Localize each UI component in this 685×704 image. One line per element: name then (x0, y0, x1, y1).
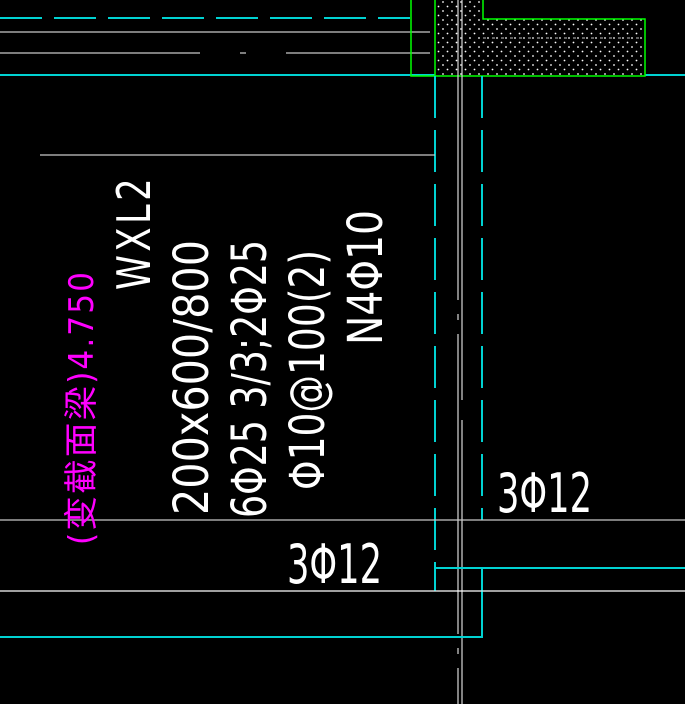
rebar-callout-bottom: 3Φ12 (287, 533, 382, 596)
beam-section-text: 200x600/800 (164, 240, 220, 515)
beam-side-bars-text: N4Φ10 (338, 210, 394, 345)
beam-name-text: WXL2 (107, 175, 161, 290)
beam-rebar-text: 6Φ25 3/3;2Φ25 (222, 240, 278, 518)
hatched-column (410, 0, 646, 77)
beam-note-text: (变截面梁)4.750 (62, 270, 102, 545)
beam-stirrup-text: Φ10@100(2) (280, 250, 336, 490)
rebar-callout-right: 3Φ12 (497, 462, 592, 525)
beam-annotation: (变截面梁)4.750 WXL2 200x600/800 6Φ25 3/3;2Φ… (62, 175, 394, 545)
lower-cyan-outline (0, 567, 483, 638)
